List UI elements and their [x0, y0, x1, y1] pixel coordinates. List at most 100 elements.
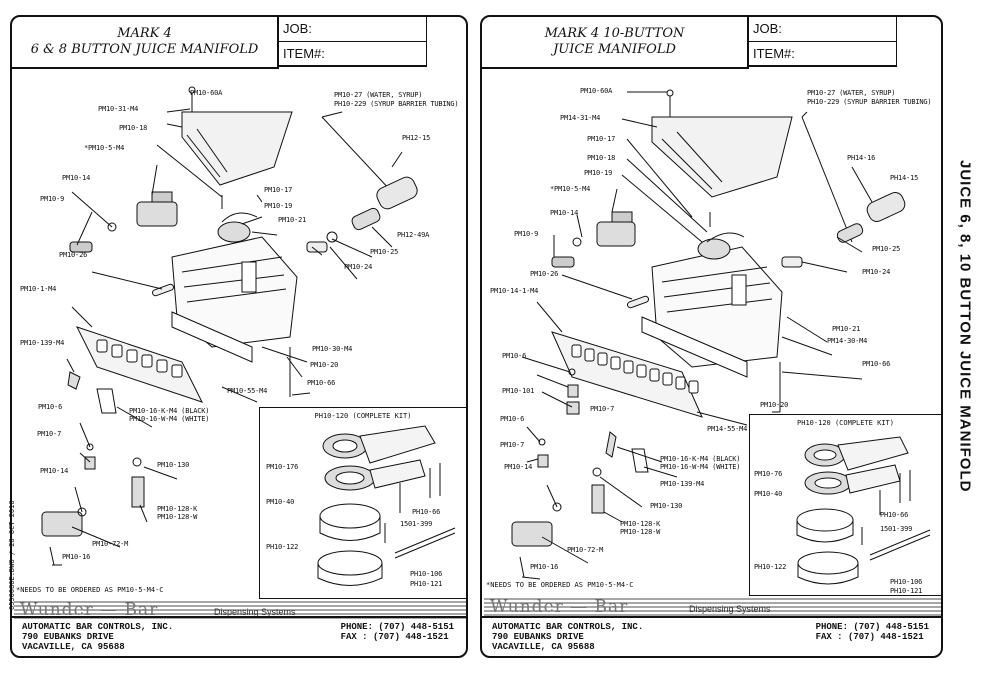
part-label: PM10-9: [40, 195, 65, 203]
company-name: AUTOMATIC BAR CONTROLS, INC.: [492, 622, 644, 632]
address-block: AUTOMATIC BAR CONTROLS, INC. 790 EUBANKS…: [22, 622, 173, 652]
brand-bar: Wunder — Bar Dispensing Systems: [484, 597, 943, 617]
part-label: PM10-16-K-M4 (BLACK): [660, 455, 741, 463]
part-label: PM10-21: [278, 216, 307, 224]
order-note: *NEEDS TO BE ORDERED AS PM10-5-M4-C: [16, 586, 164, 594]
part-label: PM10-16-W-M4 (WHITE): [660, 463, 741, 471]
fax-number: FAX : (707) 448-1521: [815, 632, 924, 642]
left-footer: AUTOMATIC BAR CONTROLS, INC. 790 EUBANKS…: [12, 616, 466, 656]
part-label: PM10-176: [266, 463, 299, 471]
part-label: PH10-66: [412, 508, 441, 516]
part-label: PM10-66: [862, 360, 891, 368]
part-label: PH10-229 (SYRUP BARRIER TUBING): [334, 100, 459, 108]
right-drawing-sheet: MARK 4 10-BUTTON JUICE MANIFOLD JOB: ITE…: [480, 15, 943, 658]
part-label: PM10-25: [872, 245, 901, 253]
contact-block: PHONE: (707) 448-5151 FAX : (707) 448-15…: [816, 622, 929, 642]
part-label: PM10-40: [266, 498, 295, 506]
part-label: 1501-399: [880, 525, 913, 533]
part-label: PM10-19: [264, 202, 293, 210]
part-label: PM10-17: [264, 186, 293, 194]
right-title-line1: MARK 4 10-BUTTON: [544, 26, 685, 41]
part-label: PM10-18: [119, 124, 148, 132]
part-label: PM10-16: [62, 553, 91, 561]
part-label: PM10-27 (WATER, SYRUP): [334, 91, 423, 99]
left-job-field: JOB:: [279, 17, 427, 42]
drawing-stamp: 0550086E.DWG / 28 OCT 2016: [0, 460, 16, 610]
part-label: PM10-14: [550, 209, 579, 217]
part-label: PM10-7: [590, 405, 615, 413]
right-title-line2: JUICE MANIFOLD: [553, 42, 676, 57]
kit-title: PH10-120 (COMPLETE KIT): [797, 419, 894, 427]
part-label: PM10-14: [62, 174, 91, 182]
part-label: PM10-139-M4: [20, 339, 65, 347]
company-name: AUTOMATIC BAR CONTROLS, INC.: [22, 622, 174, 632]
part-label: PM10-7: [37, 430, 62, 438]
address-block: AUTOMATIC BAR CONTROLS, INC. 790 EUBANKS…: [492, 622, 643, 652]
part-label: PM10-14: [504, 463, 533, 471]
part-label: PM10-40: [754, 490, 783, 498]
kit-title: PH10-120 (COMPLETE KIT): [314, 412, 412, 420]
part-label: PH14-15: [890, 174, 919, 182]
right-exploded-diagram: [511, 89, 906, 580]
side-title-text: JUICE 6, 8, 10 BUTTON JUICE MANIFOLD: [956, 160, 974, 493]
part-label: PH12-49A: [397, 231, 430, 239]
part-label: PM10-6: [500, 415, 525, 423]
right-kit-inset: PH10-120 (COMPLETE KIT) PM10: [749, 414, 942, 596]
part-label: PM10-20: [760, 401, 789, 409]
part-label: PM10-31-M4: [98, 105, 139, 113]
kit-diagram: [317, 425, 456, 586]
part-label: PH10-122: [266, 543, 299, 551]
right-item-field: ITEM#:: [749, 42, 897, 67]
side-title: JUICE 6, 8, 10 BUTTON JUICE MANIFOLD: [948, 160, 982, 520]
right-job-field: JOB:: [749, 17, 897, 42]
part-label: PM10-26: [59, 251, 88, 259]
street-address: 790 EUBANKS DRIVE: [22, 632, 114, 642]
brand-subtitle: Dispensing Systems: [214, 607, 296, 617]
right-footer: AUTOMATIC BAR CONTROLS, INC. 790 EUBANKS…: [482, 616, 941, 656]
part-label: PH10-121: [890, 587, 923, 595]
part-label: PM10-66: [307, 379, 336, 387]
right-title-block: MARK 4 10-BUTTON JUICE MANIFOLD: [482, 17, 749, 69]
part-label: PH12-15: [402, 134, 431, 142]
part-label: PM10-18: [587, 154, 616, 162]
part-label: PM10-25: [370, 248, 399, 256]
part-label: PM10-130: [650, 502, 683, 510]
part-label: PM10-30-M4: [312, 345, 353, 353]
part-label: PM10-128-W: [157, 513, 198, 521]
part-label: PM14-30-M4: [827, 337, 868, 345]
part-label: PH14-16: [847, 154, 876, 162]
left-title-block: MARK 4 6 & 8 BUTTON JUICE MANIFOLD: [12, 17, 279, 69]
left-exploded-diagram: [41, 86, 418, 566]
left-title-line2: 6 & 8 BUTTON JUICE MANIFOLD: [30, 42, 259, 57]
part-label: PM10-101: [502, 387, 535, 395]
part-label: PM10-128-K: [157, 505, 198, 513]
brand-subtitle: Dispensing Systems: [689, 604, 771, 614]
part-label: PH10-106: [890, 578, 923, 586]
drawing-stamp-text: 0550086E.DWG / 28 OCT 2016: [8, 500, 16, 610]
part-label: PM10-76: [754, 470, 783, 478]
part-label: PH10-122: [754, 563, 787, 571]
part-label: PM10-60A: [190, 89, 223, 97]
part-label: PM10-7: [500, 441, 525, 449]
part-label: PM10-19: [584, 169, 613, 177]
part-label: PM10-27 (WATER, SYRUP): [807, 89, 896, 97]
left-kit-inset: PH10-120 (COMPLETE KIT) PM10: [259, 407, 467, 599]
part-label: PM10-16-W-M4 (WHITE): [129, 415, 210, 423]
part-label: *PM10-5-M4: [84, 144, 125, 152]
part-label: PM10-16-K-M4 (BLACK): [129, 407, 210, 415]
part-label: PM14-55-M4: [707, 425, 748, 433]
part-label: PM10-139-M4: [660, 480, 705, 488]
part-label: PH10-66: [880, 511, 909, 519]
part-label: PM10-21: [832, 325, 861, 333]
part-label: PM10-14-1-M4: [490, 287, 539, 295]
left-drawing-sheet: MARK 4 6 & 8 BUTTON JUICE MANIFOLD JOB: …: [10, 15, 468, 658]
part-label: PH10-229 (SYRUP BARRIER TUBING): [807, 98, 932, 106]
part-label: PM10-6: [502, 352, 527, 360]
part-label: PM10-16: [530, 563, 559, 571]
part-label: PM14-31-M4: [560, 114, 601, 122]
part-label: PM10-72-M: [92, 540, 129, 548]
phone-number: PHONE: (707) 448-5151: [340, 622, 454, 632]
left-title-line1: MARK 4: [117, 26, 172, 41]
part-label: PM10-14: [40, 467, 69, 475]
street-address: 790 EUBANKS DRIVE: [492, 632, 584, 642]
